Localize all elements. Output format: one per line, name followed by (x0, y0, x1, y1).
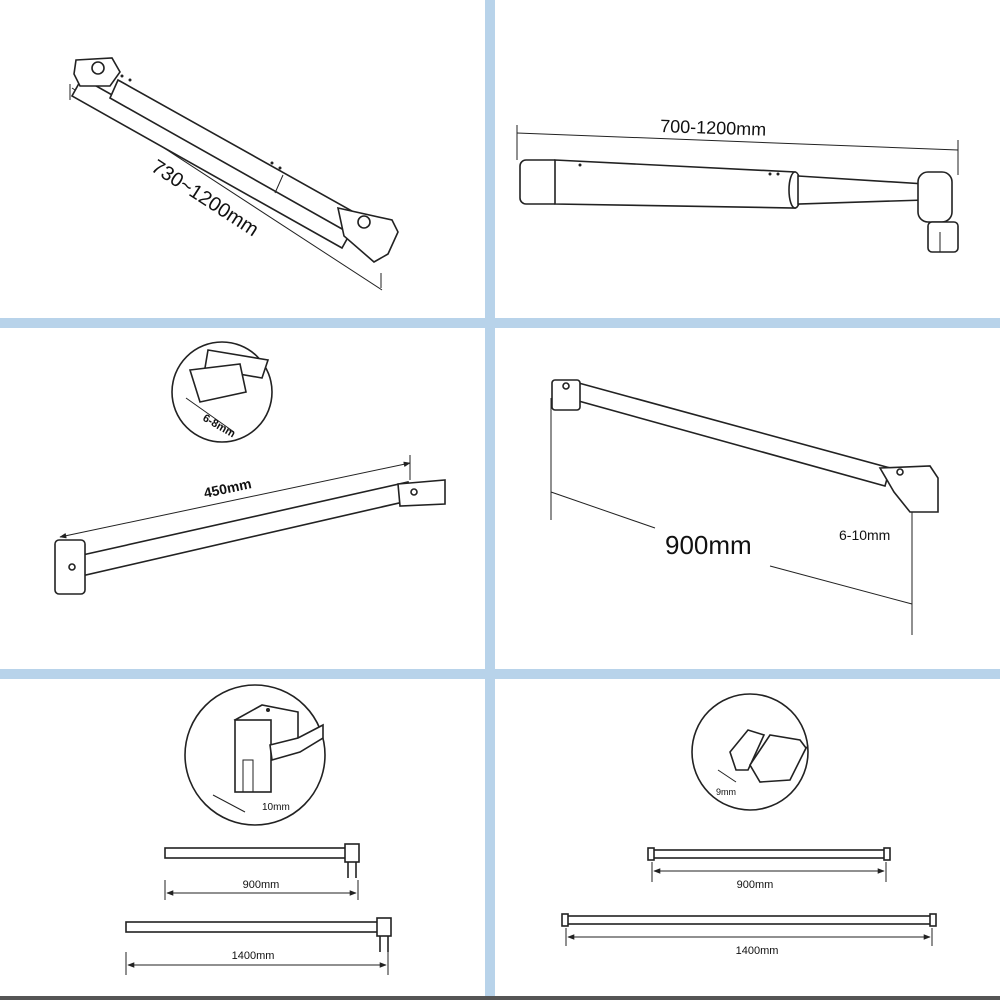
panel-1-telescopic-bar: 730~1200mm (69, 57, 399, 291)
glass-clamp-right (917, 171, 953, 223)
dimension-label: 900mm (665, 530, 752, 560)
glass-thickness-label: 9mm (716, 787, 736, 797)
clamp-detail (188, 363, 247, 403)
short-dimension-label: 900mm (243, 879, 280, 891)
short-bar-body (164, 847, 351, 859)
long-bar-body (565, 915, 933, 925)
horizontal-divider-bottom (0, 669, 1000, 679)
vertical-divider (485, 0, 495, 1000)
short-dimension-label: 900mm (737, 879, 774, 891)
dimension-line-right (769, 565, 913, 605)
clamp-detail (729, 729, 766, 771)
bar-body (59, 481, 413, 581)
short-bar-body (651, 849, 887, 859)
long-dimension-label: 1400mm (232, 950, 275, 962)
long-bar-body (125, 921, 383, 933)
dimension-line (516, 132, 959, 151)
long-dimension-label: 1400mm (736, 945, 779, 957)
panel-5-bar-set: 10mm 900mm 1400mm (125, 684, 392, 975)
dimension-line-left (550, 491, 656, 529)
short-bar-clamp (344, 843, 360, 863)
glass-clamp-right (878, 465, 939, 513)
bottom-edge-line (0, 996, 1000, 1000)
dimension-label: 450mm (202, 475, 253, 501)
panel-3-short-bar: 6-8mm 450mm (54, 341, 446, 595)
bar-body (574, 380, 891, 487)
horizontal-divider-top (0, 318, 1000, 328)
outer-tube (554, 159, 796, 209)
dimension-arrow (59, 461, 411, 539)
panel-2-round-bar: 700-1200mm (516, 116, 959, 253)
wall-bracket-left (551, 379, 581, 411)
glass-thickness-label: 10mm (262, 802, 290, 813)
panel-6-bar-set: 9mm 900mm 1400mm (561, 693, 937, 957)
outer-tube (70, 76, 354, 250)
screw-hole-icon (91, 61, 105, 75)
panel-4-long-bar: 900mm 6-10mm (550, 379, 939, 635)
screw-hole-icon (357, 215, 371, 229)
glass-clamp-right (397, 479, 446, 507)
long-bar-clamp (376, 917, 392, 937)
wall-bracket-left (519, 159, 561, 205)
dimension-label: 700-1200mm (660, 116, 767, 140)
glass-clamp-right (336, 206, 399, 263)
inner-tube (797, 175, 926, 205)
glass-thickness-label: 6-10mm (839, 527, 890, 543)
